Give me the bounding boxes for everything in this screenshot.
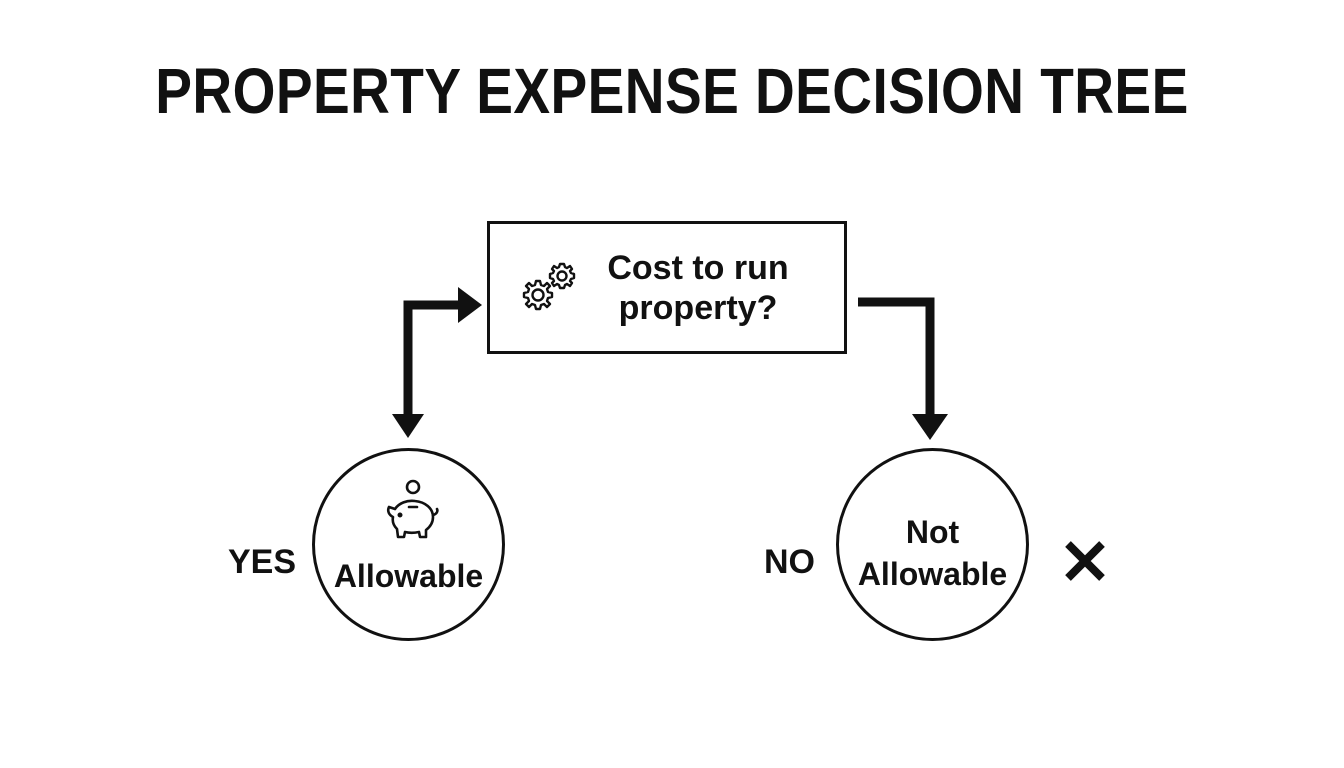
not-allowable-line-1: Not: [905, 514, 960, 550]
no-label: NO: [764, 543, 815, 581]
arrowhead-into-no-node: [912, 414, 948, 440]
not-allowable-node: Not Allowable: [836, 448, 1029, 641]
arrowhead-into-question: [458, 287, 482, 323]
not-allowable-label: Not Allowable: [839, 511, 1026, 595]
cross-icon: [1065, 541, 1105, 581]
question-line-1: Cost to run: [607, 249, 789, 287]
allowable-label: Allowable: [333, 558, 484, 594]
diagram-title: PROPERTY EXPENSE DECISION TREE: [155, 55, 1189, 127]
gears-icon: [522, 262, 576, 311]
allowable-node: Allowable: [312, 448, 505, 641]
no-connector-line: [858, 297, 935, 416]
question-box: Cost to run property?: [487, 221, 847, 354]
not-allowable-line-2: Allowable: [857, 556, 1008, 592]
yes-connector-line: [403, 300, 462, 420]
question-line-2: property?: [618, 289, 778, 327]
question-text: Cost to run property?: [600, 248, 796, 328]
piggy-bank-icon: [386, 479, 439, 539]
yes-label: YES: [228, 543, 297, 581]
arrowhead-into-yes-node: [392, 414, 424, 438]
